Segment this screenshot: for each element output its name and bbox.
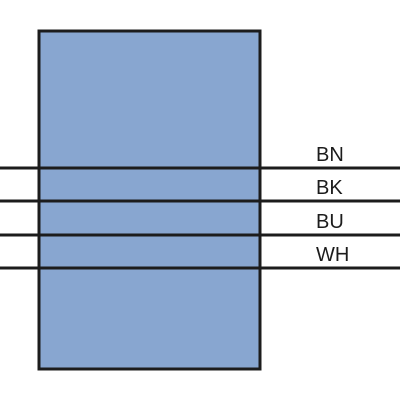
wire-bu: BU <box>0 211 400 237</box>
wire-bk-label: BK <box>316 177 343 199</box>
wire-bk: BK <box>0 177 400 203</box>
wire-wh-label: WH <box>316 244 349 266</box>
wire-bn: BN <box>0 144 400 170</box>
wire-wh: WH <box>0 244 400 270</box>
wire-bu-label: BU <box>316 211 344 233</box>
wire-bn-label: BN <box>316 144 344 166</box>
